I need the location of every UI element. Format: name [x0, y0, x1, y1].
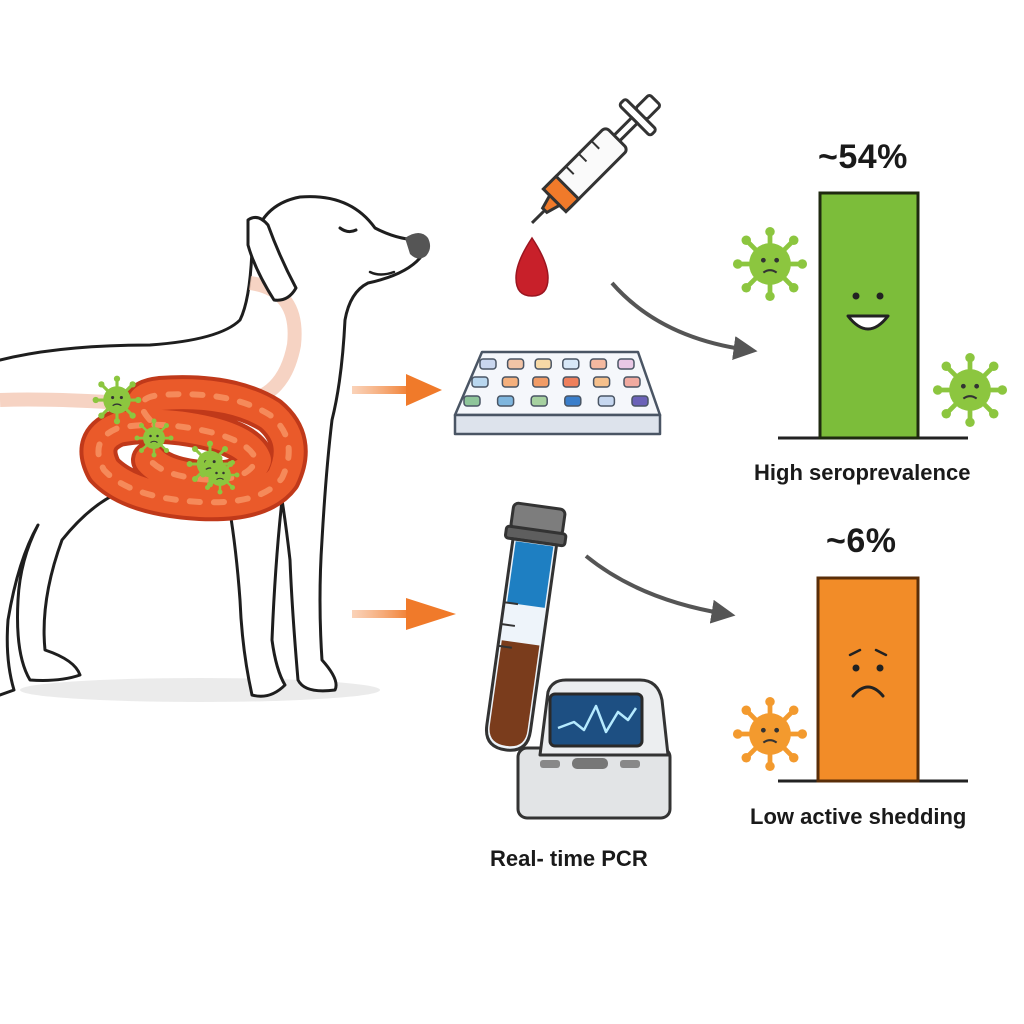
elisa-well — [506, 358, 525, 370]
elisa-well — [597, 395, 616, 407]
pcr-machine-icon — [516, 678, 672, 820]
elisa-well — [496, 395, 515, 407]
method-label: Real- time PCR — [490, 846, 648, 871]
elisa-well — [592, 376, 611, 388]
bar-face-sad — [848, 648, 888, 698]
intestine-icon — [79, 375, 308, 522]
sample-tube-icon — [484, 501, 568, 752]
elisa-well — [463, 395, 481, 407]
elisa-well — [532, 376, 550, 388]
bar-face-happy — [846, 292, 890, 331]
elisa-well — [631, 395, 649, 407]
virus-icon — [733, 697, 807, 771]
elisa-well — [623, 376, 641, 388]
elisa-well — [534, 358, 552, 370]
elisa-well — [564, 395, 582, 407]
pcr-bar — [816, 576, 920, 783]
elisa-well — [562, 358, 580, 370]
serology-caption: High seroprevalence — [754, 460, 971, 485]
elisa-well — [589, 358, 608, 370]
syringe-icon — [530, 94, 661, 225]
arrow-serology-result — [610, 281, 758, 360]
elisa-well — [471, 376, 489, 388]
elisa-well — [617, 358, 635, 370]
serology-result — [733, 191, 1007, 440]
elisa-well — [562, 376, 580, 388]
pcr-result — [733, 576, 968, 783]
elisa-well — [501, 376, 520, 388]
elisa-well — [479, 358, 497, 370]
arrow-pcr-result — [584, 554, 736, 624]
pcr-caption: Low active shedding — [750, 804, 967, 829]
pcr-percent-label: ~6% — [826, 522, 897, 560]
blood-drop-icon — [515, 236, 549, 297]
arrow-to-elisa — [352, 374, 442, 406]
elisa-well — [530, 395, 548, 407]
elisa-plate-icon — [453, 350, 662, 436]
serology-percent-label: ~54% — [818, 138, 908, 176]
arrow-to-pcr — [352, 598, 456, 630]
